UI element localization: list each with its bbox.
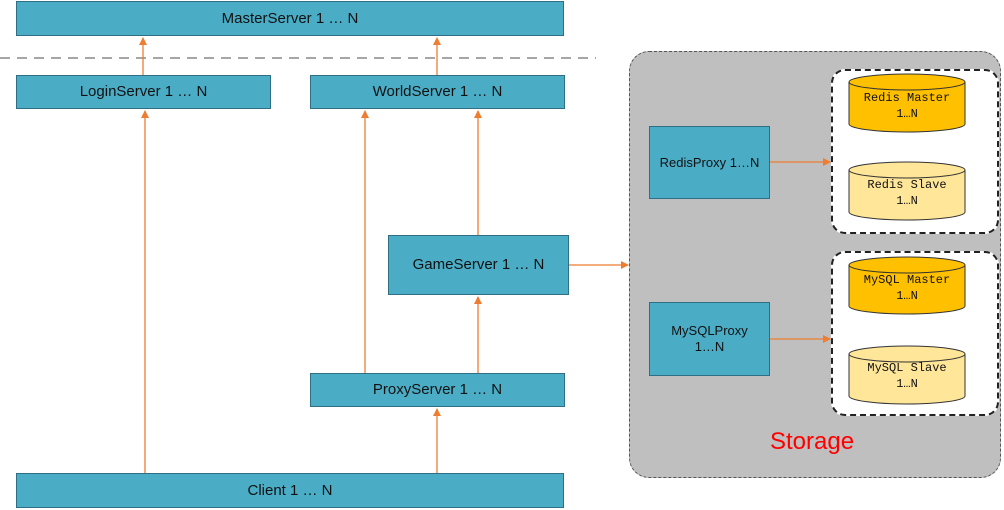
master-server-box: MasterServer 1 … N	[16, 1, 564, 36]
mysql-proxy-box: MySQLProxy 1…N	[649, 302, 770, 376]
mysql-master-label: MySQL Master 1…N	[849, 272, 965, 304]
redis-master-cylinder	[848, 73, 966, 133]
redis-slave-count: 1…N	[896, 194, 918, 208]
redis-slave-name: Redis Slave	[867, 178, 947, 192]
mysql-master-count: 1…N	[896, 289, 918, 303]
mysql-slave-cylinder	[848, 345, 966, 405]
redis-master-name: Redis Master	[863, 91, 951, 105]
login-server-box: LoginServer 1 … N	[16, 75, 271, 109]
mysql-master-name: MySQL Master	[863, 273, 951, 287]
redis-master-count: 1…N	[896, 107, 918, 121]
world-server-box: WorldServer 1 … N	[310, 75, 565, 109]
redis-proxy-box: RedisProxy 1…N	[649, 126, 770, 199]
client-box: Client 1 … N	[16, 473, 564, 508]
mysql-slave-name: MySQL Slave	[867, 361, 947, 375]
game-server-box: GameServer 1 … N	[388, 235, 569, 295]
mysql-proxy-count: 1…N	[694, 339, 725, 354]
proxy-server-box: ProxyServer 1 … N	[310, 373, 565, 407]
redis-slave-label: Redis Slave 1…N	[849, 177, 965, 209]
mysql-slave-count: 1…N	[896, 377, 918, 391]
mysql-master-cylinder	[848, 256, 966, 315]
redis-slave-cylinder	[848, 161, 966, 221]
storage-label: Storage	[770, 428, 855, 455]
mysql-proxy-name: MySQLProxy	[671, 323, 748, 339]
mysql-slave-label: MySQL Slave 1…N	[849, 360, 965, 392]
redis-master-label: Redis Master 1…N	[849, 90, 965, 122]
